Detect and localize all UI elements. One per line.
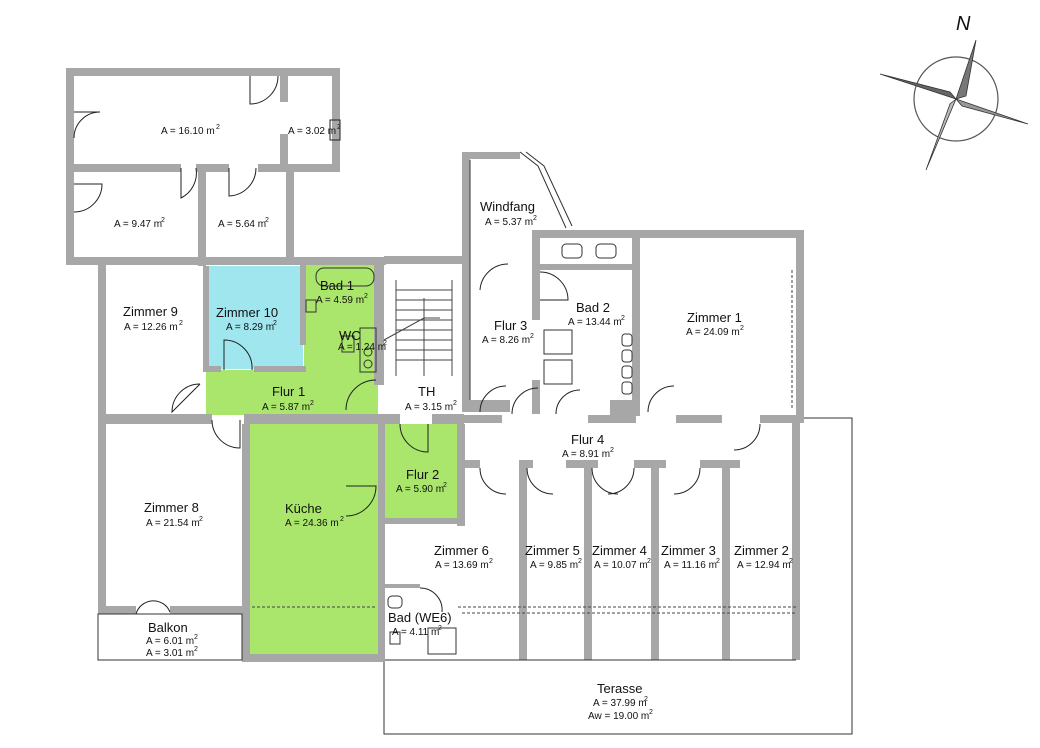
room-area: A = 13.69 m [435,560,489,571]
outlines [97,151,853,735]
room-area-sup: 2 [789,558,793,565]
room-area-secondary: A = 3.01 m [146,648,194,659]
door-swings [73,75,761,615]
room-area-sup: 2 [533,215,537,222]
room-area: A = 4.59 m [316,295,364,306]
room-name: Flur 4 [571,432,604,447]
room-area: A = 11.16 m [664,560,717,571]
room-name: Zimmer 6 [434,543,489,558]
room-area-sup: 2 [610,447,614,454]
room-area-sup: 2 [716,558,720,565]
room-area: A = 21.54 m [146,518,200,529]
room-area-sup: 2 [530,333,534,340]
room-area-sup: 2 [489,558,493,565]
room-area: A = 9.47 m [114,219,162,230]
room-area: A = 8.29 m [226,322,274,333]
room-area-sup: 2 [340,516,344,523]
room-labels: A = 16.10 m 2 A = 3.02 m 2 A = 9.47 m 2 … [114,124,793,722]
room-area: A = 24.36 m [285,518,339,529]
compass-label: N [956,13,971,35]
compass-arrow-north [955,39,977,100]
room-area: A = 1.24 m [338,342,386,353]
room-area-sup: 2 [199,516,203,523]
room-area: A = 3.02 m [288,126,336,137]
room-area-sup: 2 [453,400,457,407]
room-area: A = 5.64 m [218,219,266,230]
room-area-sup: 2 [438,625,442,632]
staircase [383,280,453,376]
room-area-sup: 2 [273,320,277,327]
room-name: Bad (WE6) [388,610,452,625]
room-name: Flur 2 [406,467,439,482]
compass-arrow-south [925,98,957,171]
room-area-sup: 2 [578,558,582,565]
room-name: Windfang [480,199,535,214]
room-name: Zimmer 5 [525,543,580,558]
room-area: A = 5.37 m [485,217,533,228]
room-name: Zimmer 4 [592,543,647,558]
sanitary-fixtures [305,243,633,655]
room-name: Bad 1 [320,278,354,293]
room-area: A = 6.01 m [146,636,194,647]
room-name: Küche [285,501,322,516]
room-area-sup: 2 [644,696,648,703]
room-area-sup: 2 [443,482,447,489]
room-area-sup: 2 [179,320,183,327]
room-area: A = 12.26 m [124,322,178,333]
room-area: A = 5.87 m [262,402,310,413]
room-area: A = 4.11 m [392,627,439,638]
room-name: Zimmer 1 [687,310,742,325]
kueche-fill [250,424,378,656]
dashed-lines [252,270,796,614]
room-area-sup: 2 [265,217,269,224]
compass-arrow-east [954,98,1029,125]
room-area-sup: 2 [194,646,198,653]
compass-rose: N [879,13,1029,171]
zimmer-10-fill [206,266,303,369]
room-name: Zimmer 2 [734,543,789,558]
room-name: Zimmer 10 [216,305,278,320]
room-area-sup: 2 [216,124,220,131]
flur-2-fill [384,424,457,522]
room-area: A = 37.99 m [593,698,647,709]
room-area-secondary: Aw = 19.00 m [588,711,649,722]
room-area-sup: 2 [649,709,653,716]
room-area-sup: 2 [161,217,165,224]
room-area-sup: 2 [364,293,368,300]
room-area-sup: 2 [621,315,625,322]
room-area: A = 5.90 m [396,484,444,495]
room-area: A = 12.94 m [737,560,791,571]
room-area: A = 8.26 m [482,335,530,346]
room-name: Zimmer 9 [123,304,178,319]
room-area-sup: 2 [310,400,314,407]
room-name: WC [339,328,361,343]
room-area: A = 8.91 m [562,449,610,460]
room-area-sup: 2 [383,340,387,347]
room-area: A = 9.85 m [530,560,578,571]
room-name: Bad 2 [576,300,610,315]
room-area: A = 13.44 m [568,317,622,328]
flur-1-fill [206,370,378,415]
room-area: A = 16.10 m [161,126,215,137]
compass-circle [913,56,999,142]
room-area-sup: 2 [647,558,651,565]
room-name: Zimmer 3 [661,543,716,558]
room-name: TH [418,384,435,399]
room-name: Balkon [148,620,188,635]
walls [66,68,804,662]
room-area-sup: 2 [740,325,744,332]
room-area: A = 3.15 m [405,402,453,413]
room-area-sup: 2 [194,634,198,641]
compass-arrow-west [879,73,958,100]
room-area: A = 10.07 m [594,560,648,571]
room-name: Flur 3 [494,318,527,333]
room-area-sup: 2 [337,124,341,131]
room-area: A = 24.09 m [686,327,740,338]
room-name: Flur 1 [272,384,305,399]
room-name: Terasse [597,681,643,696]
room-name: Zimmer 8 [144,500,199,515]
